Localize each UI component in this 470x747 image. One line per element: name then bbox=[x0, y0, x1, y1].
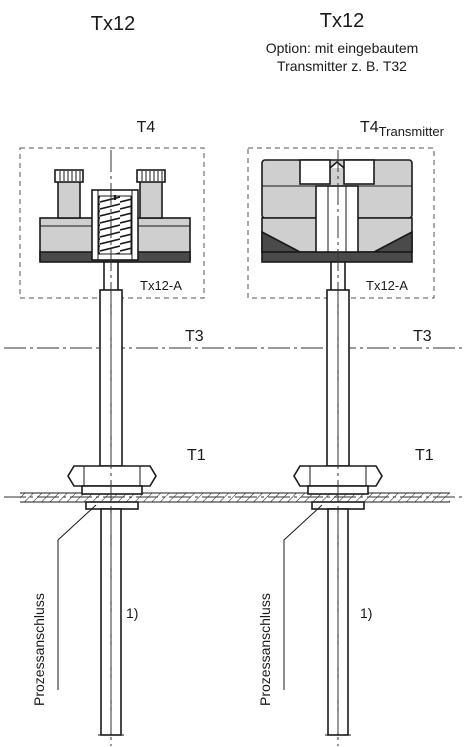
right-title: Tx12 bbox=[320, 10, 364, 32]
right-head-label-sub: Transmitter bbox=[379, 124, 445, 139]
right-t3-label: T3 bbox=[413, 328, 432, 345]
option-line-1: Option: mit eingebautem bbox=[266, 40, 419, 56]
left-title: Tx12 bbox=[91, 13, 135, 35]
left-assembly: T4 Tx12-A bbox=[19, 119, 206, 746]
right-process-label: Prozessanschluss bbox=[257, 593, 273, 706]
left-terminal-block bbox=[39, 169, 191, 263]
right-t1-label: T1 bbox=[415, 447, 434, 464]
left-inner-label: Tx12-A bbox=[140, 278, 182, 293]
left-stem bbox=[99, 261, 123, 467]
right-head-label: T4Transmitter bbox=[360, 119, 445, 139]
right-transmitter bbox=[261, 159, 413, 263]
process-flange-plate bbox=[4, 492, 466, 503]
left-head-label: T4 bbox=[137, 119, 156, 136]
right-assembly: T4Transmitter Tx12-A bbox=[247, 119, 445, 746]
option-line-2: Transmitter z. B. T32 bbox=[277, 58, 407, 74]
left-process-label: Prozessanschluss bbox=[31, 593, 47, 706]
right-head-boundary bbox=[247, 147, 435, 299]
left-leader bbox=[57, 504, 97, 690]
right-note: 1) bbox=[360, 605, 372, 621]
left-fitting bbox=[67, 465, 157, 510]
left-t3-label: T3 bbox=[185, 328, 204, 345]
right-inner-label: Tx12-A bbox=[366, 278, 408, 293]
left-t1-label: T1 bbox=[187, 447, 206, 464]
left-note: 1) bbox=[126, 605, 138, 621]
right-leader bbox=[283, 504, 323, 690]
